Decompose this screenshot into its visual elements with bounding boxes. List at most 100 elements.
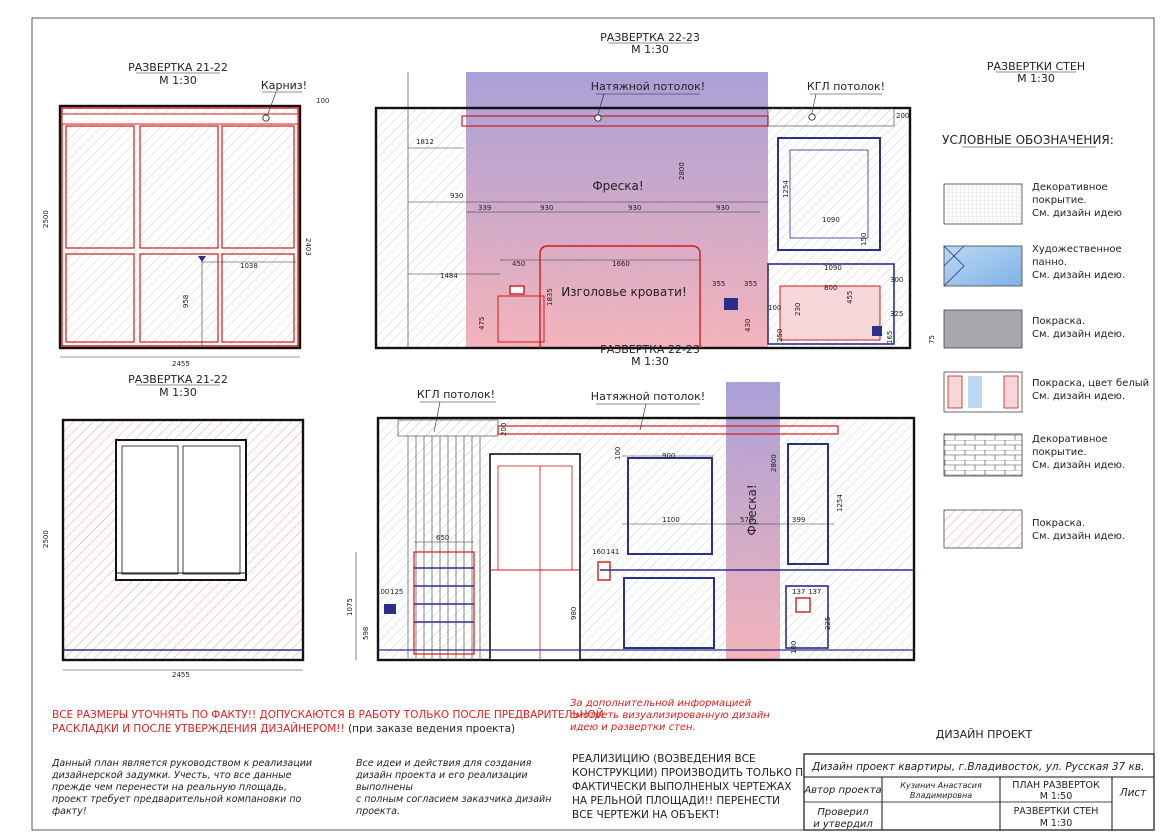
dim-height: 2500 [42,210,50,228]
dim-width: 2455 [172,360,190,368]
legend-item-6-line-2: См. дизайн идею. [1032,531,1125,542]
guide-line-1: Данный план является руководством к реал… [51,758,312,769]
window [115,439,247,581]
fresco-note: Фреска! [592,179,643,193]
author-label: Автор проекта [803,785,881,796]
legend-item-2-line-3: См. дизайн идею. [1032,270,1125,281]
plan-scale: М 1:50 [1040,791,1073,802]
dim-200: 200 [896,112,909,120]
dim-450: 450 [512,260,525,268]
dim-1100: 1100 [662,516,680,524]
view-scale: М 1:30 [631,355,669,368]
fresco-note: Фреска! [745,484,759,535]
dim-300: 300 [890,276,903,284]
nightstand [497,295,545,343]
dim-width: 2455 [172,671,190,679]
dim-100: 100 [376,588,389,596]
dim-339: 339 [478,204,491,212]
dim-355-b: 355 [744,280,757,288]
legend-item-5-line-3: См. дизайн идею. [1032,460,1125,471]
info-line-3: идею и развертки стен. [570,722,696,733]
warning-line-2-red: РАСКЛАДКИ И ПОСЛЕ УТВЕРЖДЕНИЯ ДИЗАЙНЕРОМ… [52,722,345,735]
guide-line-3: прежде чем перенести на реальную площадь… [52,782,287,793]
wall-outline [376,416,916,662]
elevation-21-22-top: РАЗВЕРТКА 21-22 М 1:30 Карниз! 2500 2403… [42,61,329,368]
view-scale: М 1:30 [159,74,197,87]
legend-swatch-decorative [943,183,1023,225]
ideas-line-3: выполнены [356,782,413,793]
dim-930-c: 930 [628,204,641,212]
dim-900: 900 [662,452,675,460]
dim-430: 430 [744,319,752,332]
socket [509,285,525,295]
legend-title: УСЛОВНЫЕ ОБОЗНАЧЕНИЯ: [942,133,1114,147]
elevation-21-22-bottom: РАЗВЕРТКА 21-22 М 1:30 2500 2455 [42,373,305,679]
view-scale: М 1:30 [631,43,669,56]
walls-scale: М 1:30 [1040,818,1073,829]
dim-137-b: 137 [808,588,821,596]
dim-958: 958 [182,295,190,308]
fresco-column [726,382,780,660]
legend-item-4-line-1: Покраска, цвет белый [1032,378,1149,389]
legend-item-1-line-2: покрытие. [1032,195,1087,206]
stretch-ceiling-note: Натяжной потолок! [591,80,705,93]
author-name-2: Владимировна [910,791,972,800]
realization-line-5: ВСЕ ЧЕРТЕЖИ НА ОБЪЕКТ! [572,809,720,821]
dim-1254: 1254 [782,180,790,198]
legend-item-5-line-1: Декоративное [1032,434,1108,445]
dim-1090: 1090 [822,216,840,224]
author-name-1: Кузинич Анастасия [900,781,982,790]
realization-line-4: НА РЕЛЬНОЙ ПЛОЩАДИ!! ПЕРЕНЕСТИ [572,794,780,807]
view-scale: М 1:30 [159,386,197,399]
legend-item-2-line-2: панно. [1032,257,1067,268]
dim-150: 150 [860,233,868,246]
dim-930-b: 930 [540,204,553,212]
wall-panel [777,137,881,251]
title-block: ДИЗАЙН ПРОЕКТ Дизайн проект квартиры, г.… [803,728,1155,831]
dim-1484: 1484 [440,272,458,280]
dim-800: 800 [824,284,837,292]
project-name: Дизайн проект квартиры, г.Владивосток, у… [811,761,1144,773]
dim-325: 325 [890,310,903,318]
wall-outline [374,106,912,350]
legend-item-3-line-1: Покраска. [1032,316,1085,327]
dim-1090-b: 1090 [824,264,842,272]
legend-item-1-line-3: См. дизайн идею [1032,208,1122,219]
dim-165: 165 [886,331,894,344]
wall-panel [627,457,713,555]
info-line-2: смотреть визуализированную дизайн [570,710,770,721]
dim-137: 137 [792,588,805,596]
dim-930: 930 [450,192,463,200]
sheet-section-scale: М 1:30 [1017,72,1055,85]
door [489,453,581,661]
dim-570: 570 [740,516,753,524]
dim-399: 399 [792,516,805,524]
wall-outline [58,104,302,350]
legend-item-5-line-2: покрытие. [1032,447,1087,458]
warning-line-2-note: (при заказе ведения проекта) [345,723,515,735]
plan-label: ПЛАН РАЗВЕРТОК [1012,780,1100,791]
dim-980: 980 [570,607,578,620]
dim-355: 355 [712,280,725,288]
fresco-area [466,72,768,348]
guide-line-5: факту! [52,806,87,817]
elevation-22-23-bottom: РАЗВЕРТКА 22-23 М 1:30 [346,343,916,662]
check-label-1: Проверил [817,807,869,818]
dim-1075: 1075 [346,598,354,616]
legend-item-3-line-2: См. дизайн идею. [1032,329,1125,340]
realization-line-2: КОНСТРУКЦИИ) ПРОИЗВОДИТЬ ТОЛЬКО ПО [572,767,811,779]
general-notes: ВСЕ РАЗМЕРЫ УТОЧНЯТЬ ПО ФАКТУ!! ДОПУСКАЮ… [51,698,811,821]
dim-1835: 1835 [546,288,554,306]
dim-125: 125 [390,588,403,596]
design-project-label: ДИЗАЙН ПРОЕКТ [936,728,1033,741]
legend-item-2-line-1: Художественное [1032,244,1122,255]
headboard [539,245,701,348]
dim-230: 230 [794,303,802,316]
dim-475: 475 [478,317,486,330]
legend-swatch-paint [943,309,1023,349]
chest [779,285,881,341]
elevation-22-23-top: РАЗВЕРТКА 22-23 М 1:30 Натяжной потолок!… [374,31,936,350]
cornice-note: Карниз! [261,79,307,92]
